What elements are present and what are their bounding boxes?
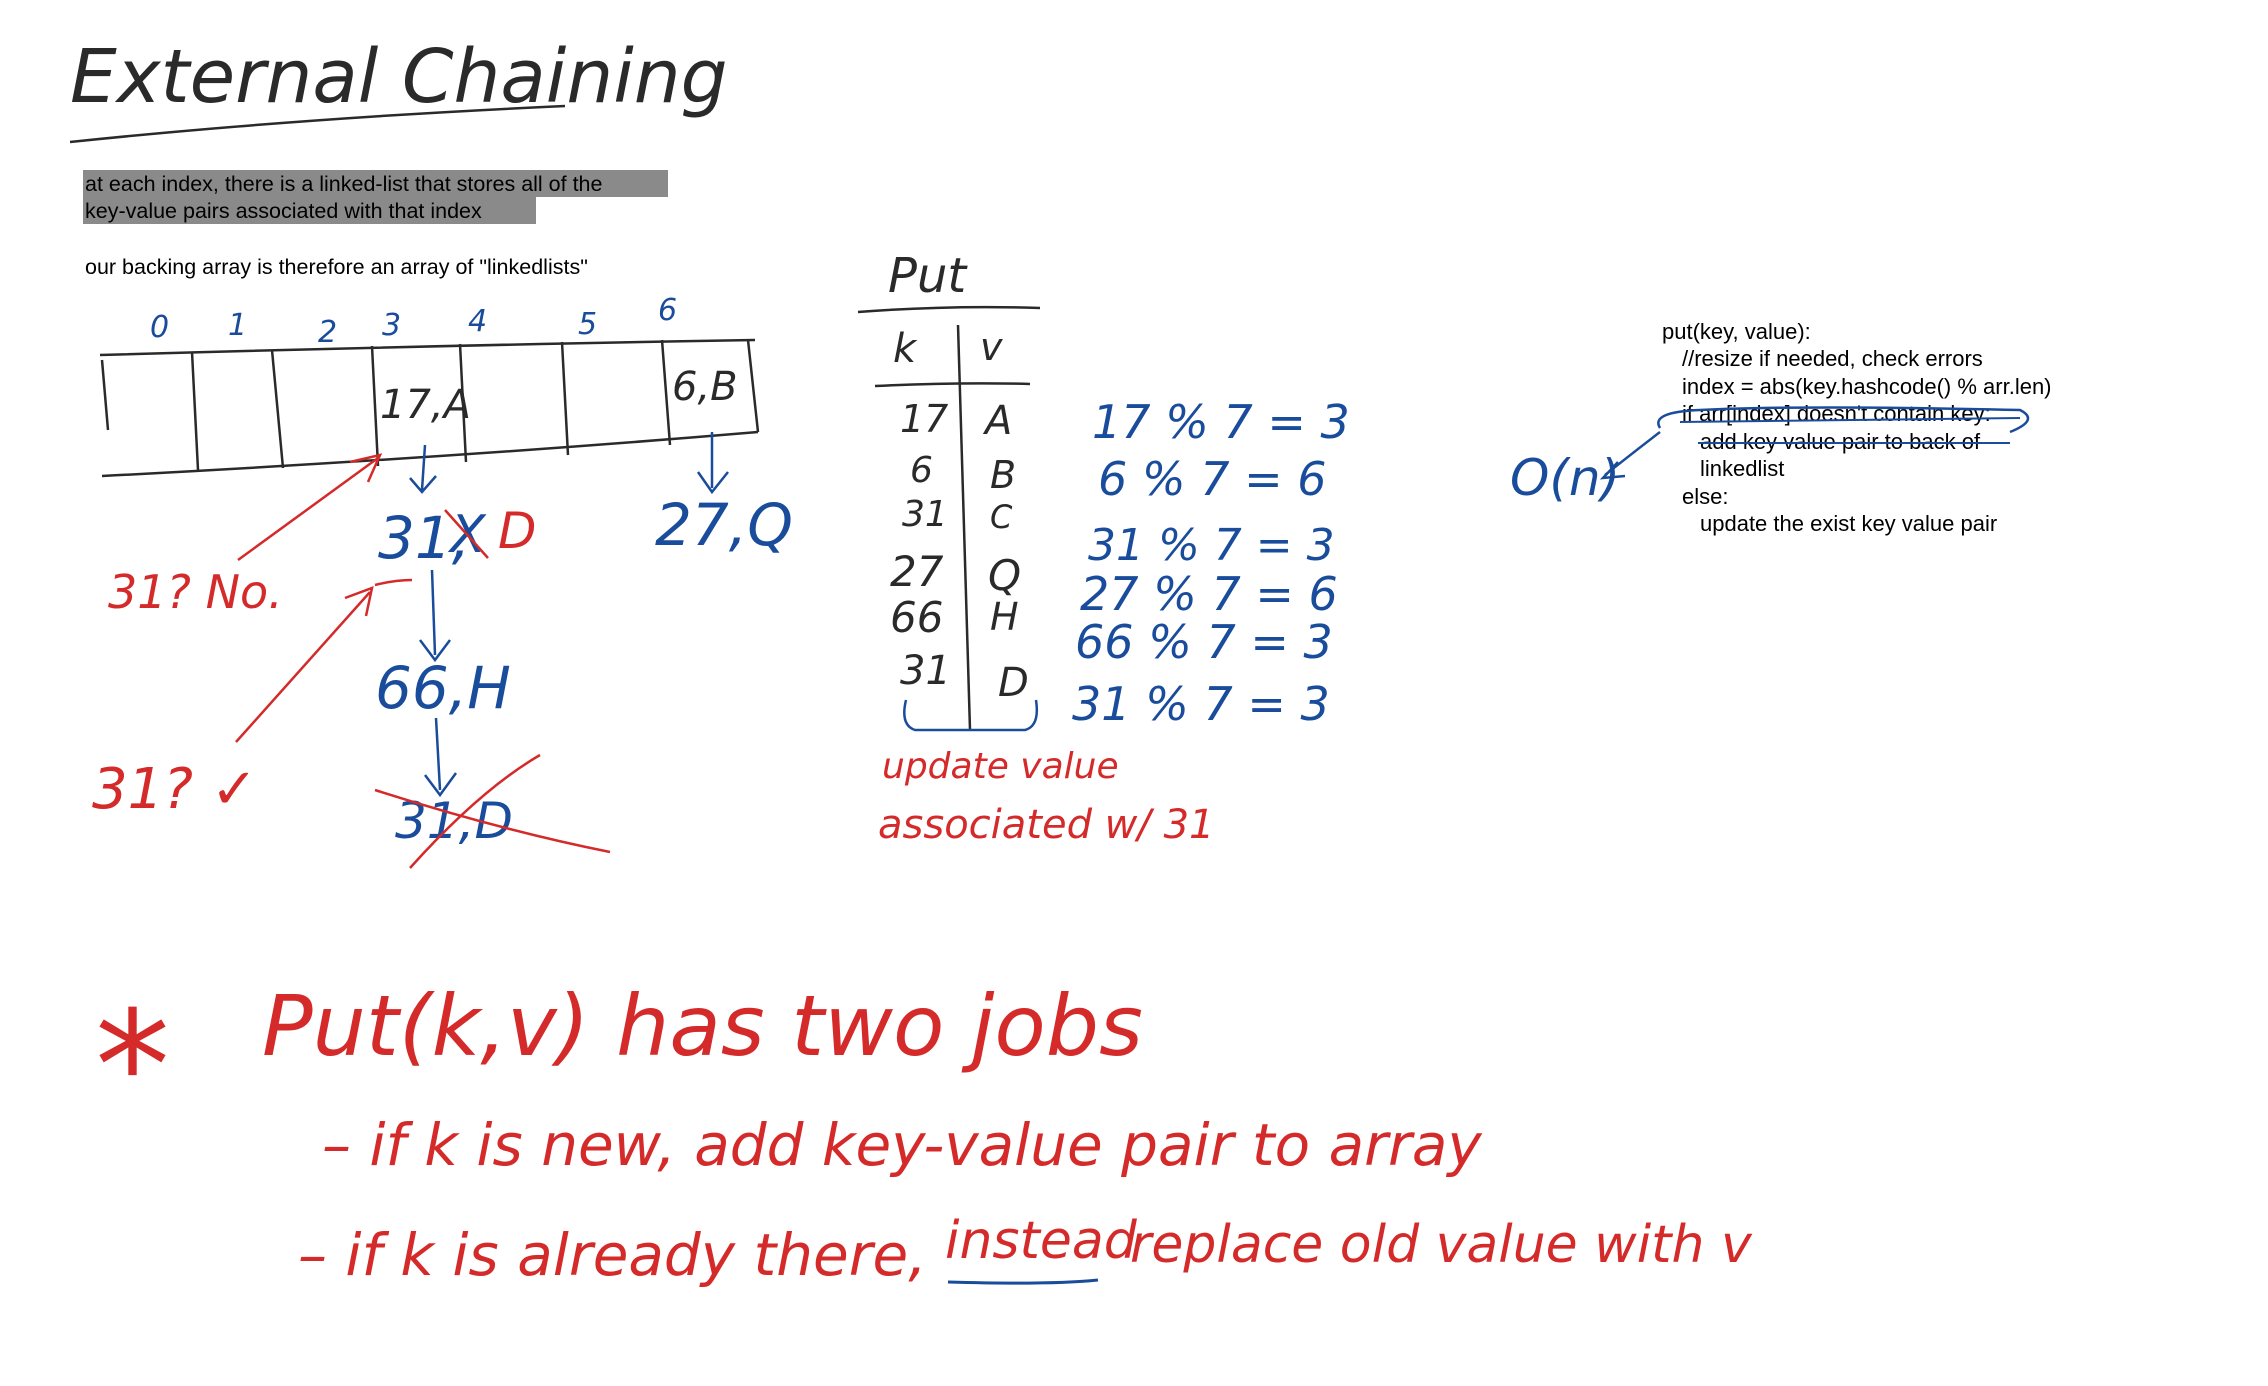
chain3-arrow-2 xyxy=(419,569,451,663)
chain3-node2: 66,H xyxy=(375,654,511,722)
mod-row-1: 17 % 7 = 3 xyxy=(1092,395,1350,449)
code-line-3: index = abs(key.hashcode() % arr.len) xyxy=(1682,374,2052,399)
put-value-row-4: Q xyxy=(988,551,1021,600)
chain3-node3-strike-a xyxy=(374,788,611,854)
array-top-edge xyxy=(99,338,756,357)
chain-index-6: 27,Q xyxy=(655,432,793,559)
index-3: 3 xyxy=(382,308,401,343)
highlight-line2 xyxy=(83,197,536,224)
probe-arrow-1 xyxy=(237,453,383,562)
put-value-row-3: C xyxy=(990,498,1013,536)
array-divider-2 xyxy=(270,349,285,469)
index-2: 2 xyxy=(318,315,337,350)
summary-job2-underline xyxy=(947,1278,1099,1285)
array-cell-3: 17,A xyxy=(380,382,471,428)
array-right-edge xyxy=(746,339,760,433)
title-underline xyxy=(69,104,566,144)
put-value-row-6: D xyxy=(998,660,1029,706)
index-1: 1 xyxy=(228,308,247,343)
index-5: 5 xyxy=(578,307,597,342)
pseudocode-block: put(key, value): //resize if needed, che… xyxy=(1510,319,2052,536)
summary-block: * Put(k,v) has two jobs – if k is new, a… xyxy=(95,977,1753,1289)
summary-job2-b: instead xyxy=(945,1211,1138,1271)
summary-job1: – if k is new, add key-value pair to arr… xyxy=(322,1111,1482,1179)
code-line-8: update the exist key value pair xyxy=(1700,511,1997,536)
mod-row-4: 27 % 7 = 6 xyxy=(1080,567,1338,621)
put-key-row-1: 17 xyxy=(900,397,948,441)
chain3-node1-strike xyxy=(444,509,489,559)
mod-row-2: 6 % 7 = 6 xyxy=(1098,452,1327,506)
array-divider-1 xyxy=(190,351,200,471)
put-value-row-1: A xyxy=(982,398,1012,444)
page-title: External Chaining xyxy=(70,34,728,120)
index-6: 6 xyxy=(658,293,677,328)
summary-star: * xyxy=(95,980,170,1154)
probe-question-2: 31? ✓ xyxy=(92,757,258,822)
put-table-header-v: v xyxy=(980,325,1003,369)
note-line2: key-value pairs associated with that ind… xyxy=(85,199,482,223)
chain-index-3: 31, X D 66,H 31,D xyxy=(374,444,611,869)
put-value-row-2: B xyxy=(990,453,1016,497)
array-divider-4 xyxy=(458,343,468,463)
put-table: Put k v 17 6 31 27 66 31 A B C Q H D upd… xyxy=(857,248,1214,848)
probe-link-tick xyxy=(374,578,413,587)
probe-arrow-2 xyxy=(235,586,374,743)
hash-computations: 17 % 7 = 3 6 % 7 = 6 31 % 7 = 3 27 % 7 =… xyxy=(1072,395,1350,731)
index-4: 4 xyxy=(468,304,487,339)
code-line-5: add key value pair to back of xyxy=(1700,429,1981,454)
summary-headline: Put(k,v) has two jobs xyxy=(262,977,1143,1075)
chain3-node1-key: 31, xyxy=(378,504,470,572)
code-line-1: put(key, value): xyxy=(1662,319,1811,344)
code-line-6: linkedlist xyxy=(1700,456,1784,481)
put-table-bracket xyxy=(903,699,1039,732)
put-value-row-5: H xyxy=(990,595,1019,639)
put-table-header-rule xyxy=(874,382,1031,388)
code-strike-1 xyxy=(1679,417,2021,423)
put-table-title: Put xyxy=(888,248,968,304)
put-key-row-4: 27 xyxy=(890,547,944,596)
chain3-arrow-1 xyxy=(409,444,437,494)
put-key-row-2: 6 xyxy=(910,450,933,491)
backing-array xyxy=(99,338,760,478)
code-line-7: else: xyxy=(1682,484,1728,509)
put-key-row-3: 31 xyxy=(902,494,948,535)
chain6-node1: 27,Q xyxy=(655,491,793,559)
chain3-node1-new-value: D xyxy=(498,502,537,560)
highlight-line1 xyxy=(83,170,668,197)
chain3-arrow-3 xyxy=(424,717,458,798)
array-cell-6: 6,B xyxy=(672,364,738,410)
put-table-note-line1: update value xyxy=(882,746,1119,787)
put-table-top-rule xyxy=(857,305,1041,314)
probe-annotations: 31? No. 31? ✓ xyxy=(92,453,413,822)
notes-group: at each index, there is a linked-list th… xyxy=(83,170,668,279)
summary-job2-a: – if k is already there, xyxy=(298,1221,927,1289)
summary-job2-c: replace old value with v xyxy=(1130,1215,1753,1275)
complexity-arrow xyxy=(1599,431,1661,480)
array-divider-3 xyxy=(370,345,380,467)
title-group: External Chaining xyxy=(69,34,728,144)
array-divider-6 xyxy=(660,339,672,446)
put-table-divider xyxy=(956,324,972,731)
put-table-note-line2: associated w/ 31 xyxy=(878,802,1214,848)
array-left-edge xyxy=(100,359,110,431)
chain3-node3-strike-b xyxy=(409,753,541,869)
array-bottom-edge xyxy=(101,430,759,478)
put-table-header-k: k xyxy=(893,326,918,372)
array-indices: 0 1 2 3 4 5 6 xyxy=(150,293,677,350)
array-divider-5 xyxy=(560,341,570,456)
index-0: 0 xyxy=(150,310,169,345)
mod-row-5: 66 % 7 = 3 xyxy=(1075,615,1333,669)
put-key-row-6: 31 xyxy=(900,648,951,694)
chain6-arrow-1 xyxy=(696,432,729,495)
probe-question-1: 31? No. xyxy=(108,565,283,619)
code-line-2: //resize if needed, check errors xyxy=(1682,346,1983,371)
note-backing-array: our backing array is therefore an array … xyxy=(85,255,588,279)
mod-row-6: 31 % 7 = 3 xyxy=(1072,677,1330,731)
put-key-row-5: 66 xyxy=(890,593,943,642)
note-line1: at each index, there is a linked-list th… xyxy=(85,172,602,196)
code-circle-annotation xyxy=(1657,406,2030,434)
mod-row-3: 31 % 7 = 3 xyxy=(1088,520,1335,571)
